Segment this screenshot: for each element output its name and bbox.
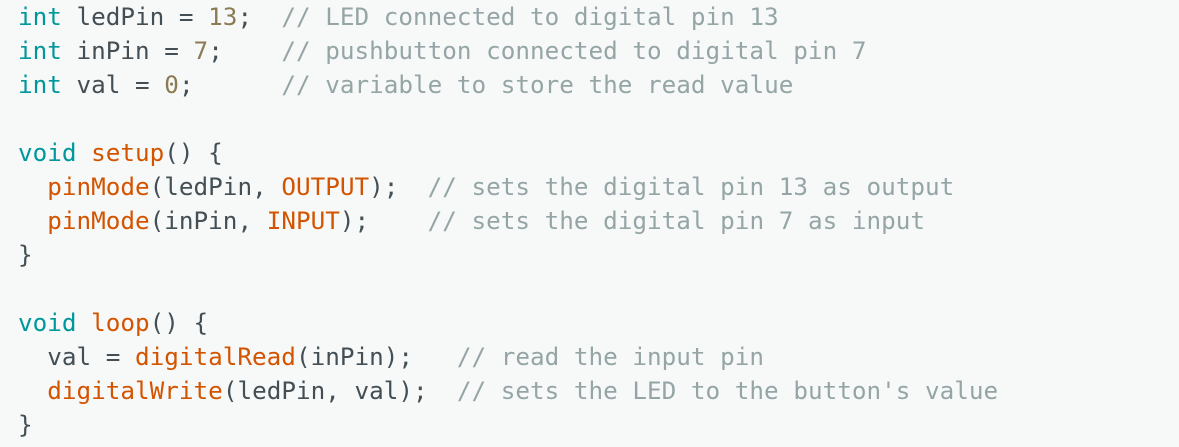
code-line bbox=[18, 102, 1179, 136]
code-line bbox=[18, 272, 1179, 306]
code-text: (ledPin, bbox=[149, 172, 282, 201]
code-comment: // pushbutton connected to digital pin 7 bbox=[281, 36, 867, 65]
code-line: pinMode(ledPin, OUTPUT); // sets the dig… bbox=[18, 170, 1179, 204]
code-line: int inPin = 7; // pushbutton connected t… bbox=[18, 34, 1179, 68]
code-text: ledPin = bbox=[61, 2, 209, 31]
code-text: val = bbox=[61, 70, 165, 99]
number-literal: 0 bbox=[164, 70, 179, 99]
code-line: digitalWrite(ledPin, val); // sets the L… bbox=[18, 374, 1179, 408]
code-text: ; bbox=[237, 2, 282, 31]
code-line: val = digitalRead(inPin); // read the in… bbox=[18, 340, 1179, 374]
code-text bbox=[18, 172, 47, 201]
function-name: loop bbox=[91, 308, 150, 337]
function-name: digitalRead bbox=[135, 342, 296, 371]
constant: INPUT bbox=[266, 206, 340, 235]
code-text: (ledPin, val); bbox=[222, 376, 457, 405]
function-name: pinMode bbox=[47, 206, 150, 235]
code-line: int ledPin = 13; // LED connected to dig… bbox=[18, 0, 1179, 34]
code-text: inPin = bbox=[61, 36, 194, 65]
code-text bbox=[77, 138, 92, 167]
function-name: pinMode bbox=[47, 172, 150, 201]
code-text: ); bbox=[369, 172, 428, 201]
code-text: ); bbox=[339, 206, 428, 235]
code-comment: // read the input pin bbox=[456, 342, 765, 371]
code-text: } bbox=[18, 240, 33, 269]
code-comment: // sets the digital pin 13 as output bbox=[427, 172, 955, 201]
code-text: ; bbox=[208, 36, 282, 65]
code-text: ; bbox=[178, 70, 282, 99]
code-comment: // sets the digital pin 7 as input bbox=[427, 206, 925, 235]
number-literal: 7 bbox=[193, 36, 209, 65]
code-line: void setup() { bbox=[18, 136, 1179, 170]
code-comment: // variable to store the read value bbox=[281, 70, 794, 99]
code-text: (inPin, bbox=[149, 206, 267, 235]
code-text: (inPin); bbox=[295, 342, 457, 371]
number-literal: 13 bbox=[208, 2, 238, 31]
code-text bbox=[18, 376, 47, 405]
function-name: digitalWrite bbox=[47, 376, 223, 405]
type-keyword: void bbox=[18, 138, 77, 167]
code-text: } bbox=[18, 410, 33, 439]
code-comment: // LED connected to digital pin 13 bbox=[281, 2, 779, 31]
type-keyword: int bbox=[18, 36, 62, 65]
code-line: pinMode(inPin, INPUT); // sets the digit… bbox=[18, 204, 1179, 238]
code-line: int val = 0; // variable to store the re… bbox=[18, 68, 1179, 102]
type-keyword: int bbox=[18, 70, 62, 99]
code-line: void loop() { bbox=[18, 306, 1179, 340]
type-keyword: int bbox=[18, 2, 62, 31]
code-line: } bbox=[18, 408, 1179, 442]
code-comment: // sets the LED to the button's value bbox=[456, 376, 999, 405]
code-text: () { bbox=[164, 138, 223, 167]
code-text: val = bbox=[18, 342, 136, 371]
code-text bbox=[18, 206, 47, 235]
function-name: setup bbox=[91, 138, 165, 167]
code-text bbox=[77, 308, 92, 337]
constant: OUTPUT bbox=[281, 172, 370, 201]
code-line: } bbox=[18, 238, 1179, 272]
code-text: () { bbox=[149, 308, 209, 337]
type-keyword: void bbox=[18, 308, 77, 337]
